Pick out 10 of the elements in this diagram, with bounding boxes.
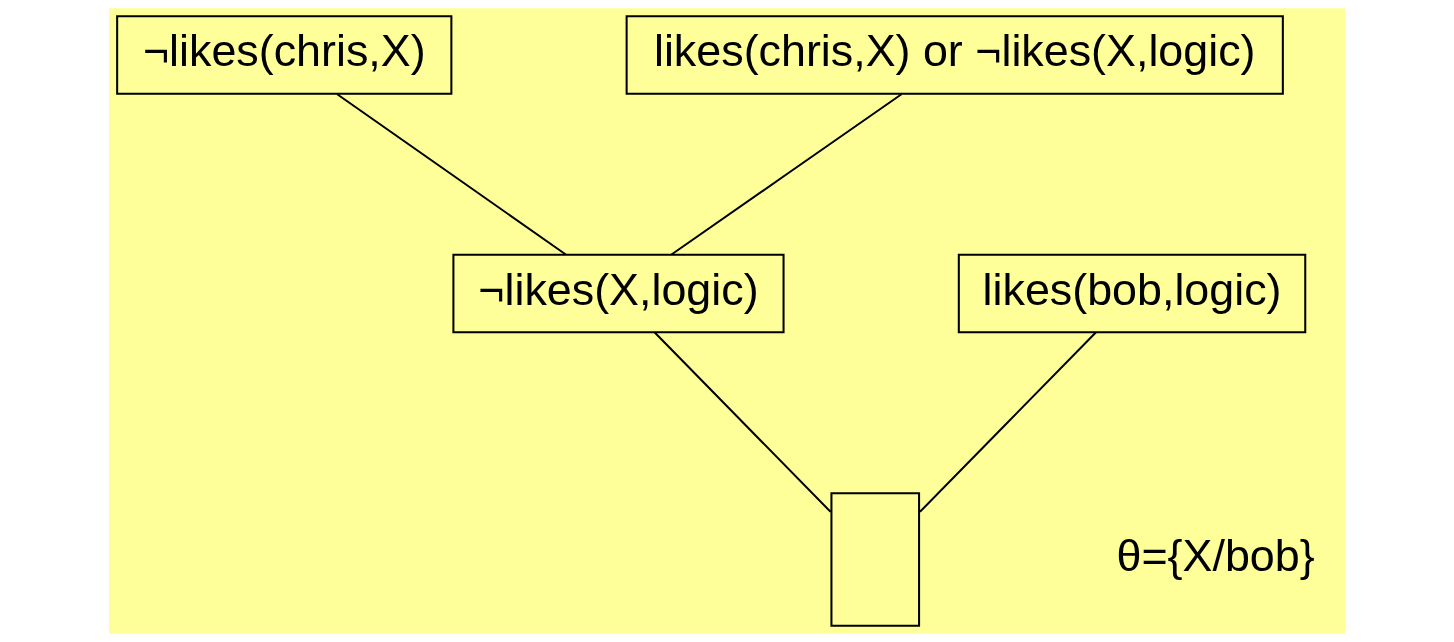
connector (654, 331, 832, 513)
node-box: likes(bob,logic) (957, 253, 1307, 334)
node-box: ¬likes(X,logic) (452, 253, 785, 334)
connector (919, 331, 1097, 513)
label: θ={X/bob} (1116, 529, 1315, 581)
node-box: ¬likes(chris,X) (116, 15, 453, 95)
node-box: likes(chris,X) or ¬likes(X,logic) (625, 15, 1284, 95)
connector (670, 93, 903, 256)
connector (336, 93, 567, 256)
node-box (830, 492, 921, 627)
